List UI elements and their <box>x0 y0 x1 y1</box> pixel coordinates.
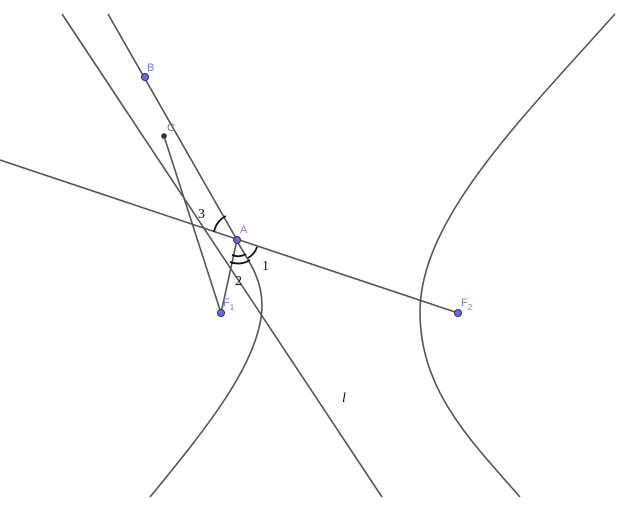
point-F2-label: F2 <box>461 297 473 312</box>
point-F1-label: F1 <box>223 297 235 312</box>
angle-2-arc-outer <box>229 259 251 265</box>
point-B[interactable] <box>141 73 149 81</box>
hyperbola-left-branch <box>149 239 263 498</box>
point-A-label: A <box>240 224 248 236</box>
angle-2-arc-inner <box>231 253 247 258</box>
angle-1-arc <box>247 246 258 259</box>
point-C-label: C <box>167 122 175 134</box>
point-F1-main: F <box>223 297 230 309</box>
point-F1-subscript: 1 <box>230 303 235 312</box>
segment-A-F1 <box>220 239 238 314</box>
segment-C-F1 <box>163 135 222 314</box>
point-F2-subscript: 2 <box>468 303 473 312</box>
point-B-label: B <box>147 62 154 74</box>
angle-3-arc <box>213 215 227 233</box>
line-F2-A <box>0 159 459 314</box>
point-A[interactable] <box>233 236 241 244</box>
line-l-label: l <box>342 391 346 406</box>
line-B-A <box>107 13 238 241</box>
point-C[interactable] <box>161 133 167 139</box>
hyperbola-right-branch <box>419 13 616 498</box>
angle-1-label: 1 <box>262 259 269 274</box>
tangent-line-l <box>61 13 383 498</box>
point-F1[interactable] <box>217 309 225 317</box>
point-F2-main: F <box>461 297 468 309</box>
point-F2[interactable] <box>454 309 462 317</box>
angle-3-label: 3 <box>198 207 205 222</box>
angle-2-label: 2 <box>235 274 242 289</box>
